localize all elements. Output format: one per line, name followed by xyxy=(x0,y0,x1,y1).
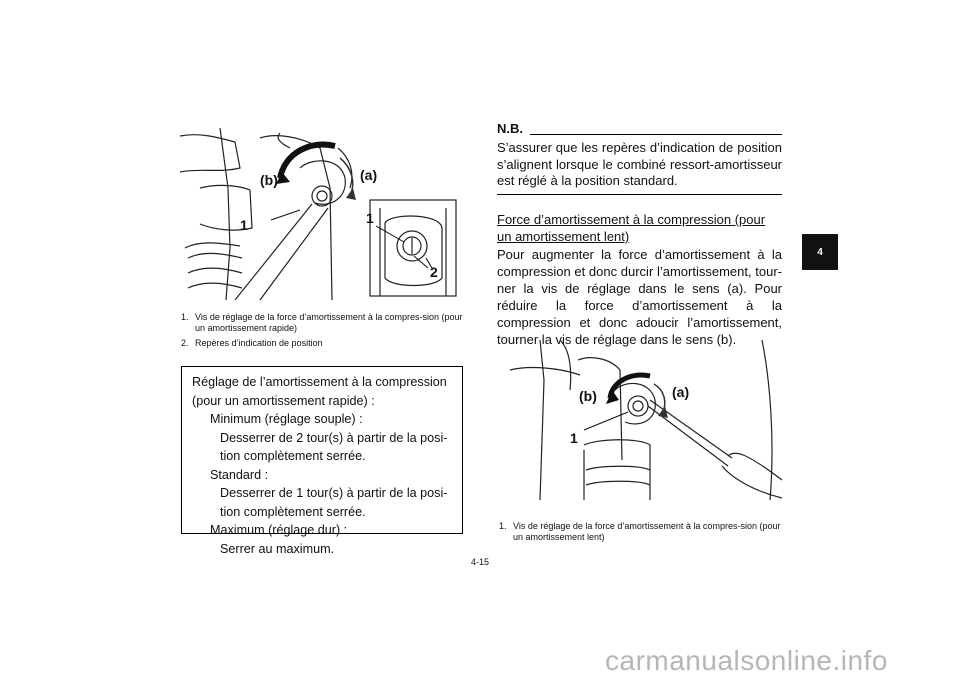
caption-text: Repères d’indication de position xyxy=(195,338,323,348)
spec-title: Réglage de l’amortissement à la compress… xyxy=(192,375,447,389)
chapter-tab: 4 xyxy=(802,234,838,270)
caption-item: 1. Vis de réglage de la force d’amortiss… xyxy=(499,521,784,543)
direction-b-label: (b) xyxy=(579,388,597,404)
direction-a-label: (a) xyxy=(360,167,378,183)
inset-callout-1-label: 1 xyxy=(366,210,374,226)
direction-b-label: (b) xyxy=(260,172,278,188)
caption-number: 1. xyxy=(499,521,507,531)
caption-item: 1. Vis de réglage de la force d’amortiss… xyxy=(181,312,466,334)
section-heading: Force d’amortissement à la compression (… xyxy=(497,212,766,244)
caption-text: Vis de réglage de la force d’amortisseme… xyxy=(513,521,781,542)
caption-number: 2. xyxy=(181,338,189,348)
spec-title-2: (pour un amortissement rapide) : xyxy=(192,393,375,408)
figure-caption-right: 1. Vis de réglage de la force d’amortiss… xyxy=(499,521,784,543)
note-divider xyxy=(530,134,782,135)
spec-min-label: Minimum (réglage souple) : xyxy=(210,412,363,426)
spec-max-text: Serrer au maximum. xyxy=(220,541,335,556)
adjuster-illustration-fast: (b) (a) 1 1 2 xyxy=(179,127,462,301)
inset-callout-2-label: 2 xyxy=(430,264,438,280)
spec-std-text-2: tion complètement serrée. xyxy=(220,504,366,519)
figure-caption-left: 1. Vis de réglage de la force d’amortiss… xyxy=(181,312,466,349)
compression-damping-spec-box: Réglage de l’amortissement à la compress… xyxy=(181,366,463,556)
shock-absorber-screwdriver-drawing xyxy=(509,339,783,501)
spec-min-text-2: tion complètement serrée. xyxy=(220,449,366,463)
note-text: S’assurer que les repères d’indication d… xyxy=(497,140,782,188)
watermark: carmanualsonline.info xyxy=(605,645,888,676)
caption-number: 1. xyxy=(181,312,189,322)
spec-std-label: Standard : xyxy=(210,467,269,482)
caption-item: 2. Repères d’indication de position xyxy=(181,338,466,349)
spec-min-text: Desserrer de 2 tour(s) à partir de la po… xyxy=(220,430,448,445)
callout-1-label: 1 xyxy=(570,430,578,446)
section-body: Pour augmenter la force d’amortissement … xyxy=(497,247,782,347)
spec-max-label: Maximum (réglage dur) : xyxy=(210,523,348,537)
adjuster-illustration-slow: (b) (a) 1 xyxy=(500,339,783,501)
shock-absorber-drawing xyxy=(179,127,457,301)
callout-1-label: 1 xyxy=(240,217,248,233)
spec-std-text: Desserrer de 1 tour(s) à partir de la po… xyxy=(220,486,448,500)
page-number: 4-15 xyxy=(470,557,489,567)
note-title: N.B. xyxy=(497,121,523,136)
note-divider-bottom xyxy=(497,194,782,195)
caption-text: Vis de réglage de la force d’amortisseme… xyxy=(195,312,463,333)
direction-a-label: (a) xyxy=(672,384,690,400)
